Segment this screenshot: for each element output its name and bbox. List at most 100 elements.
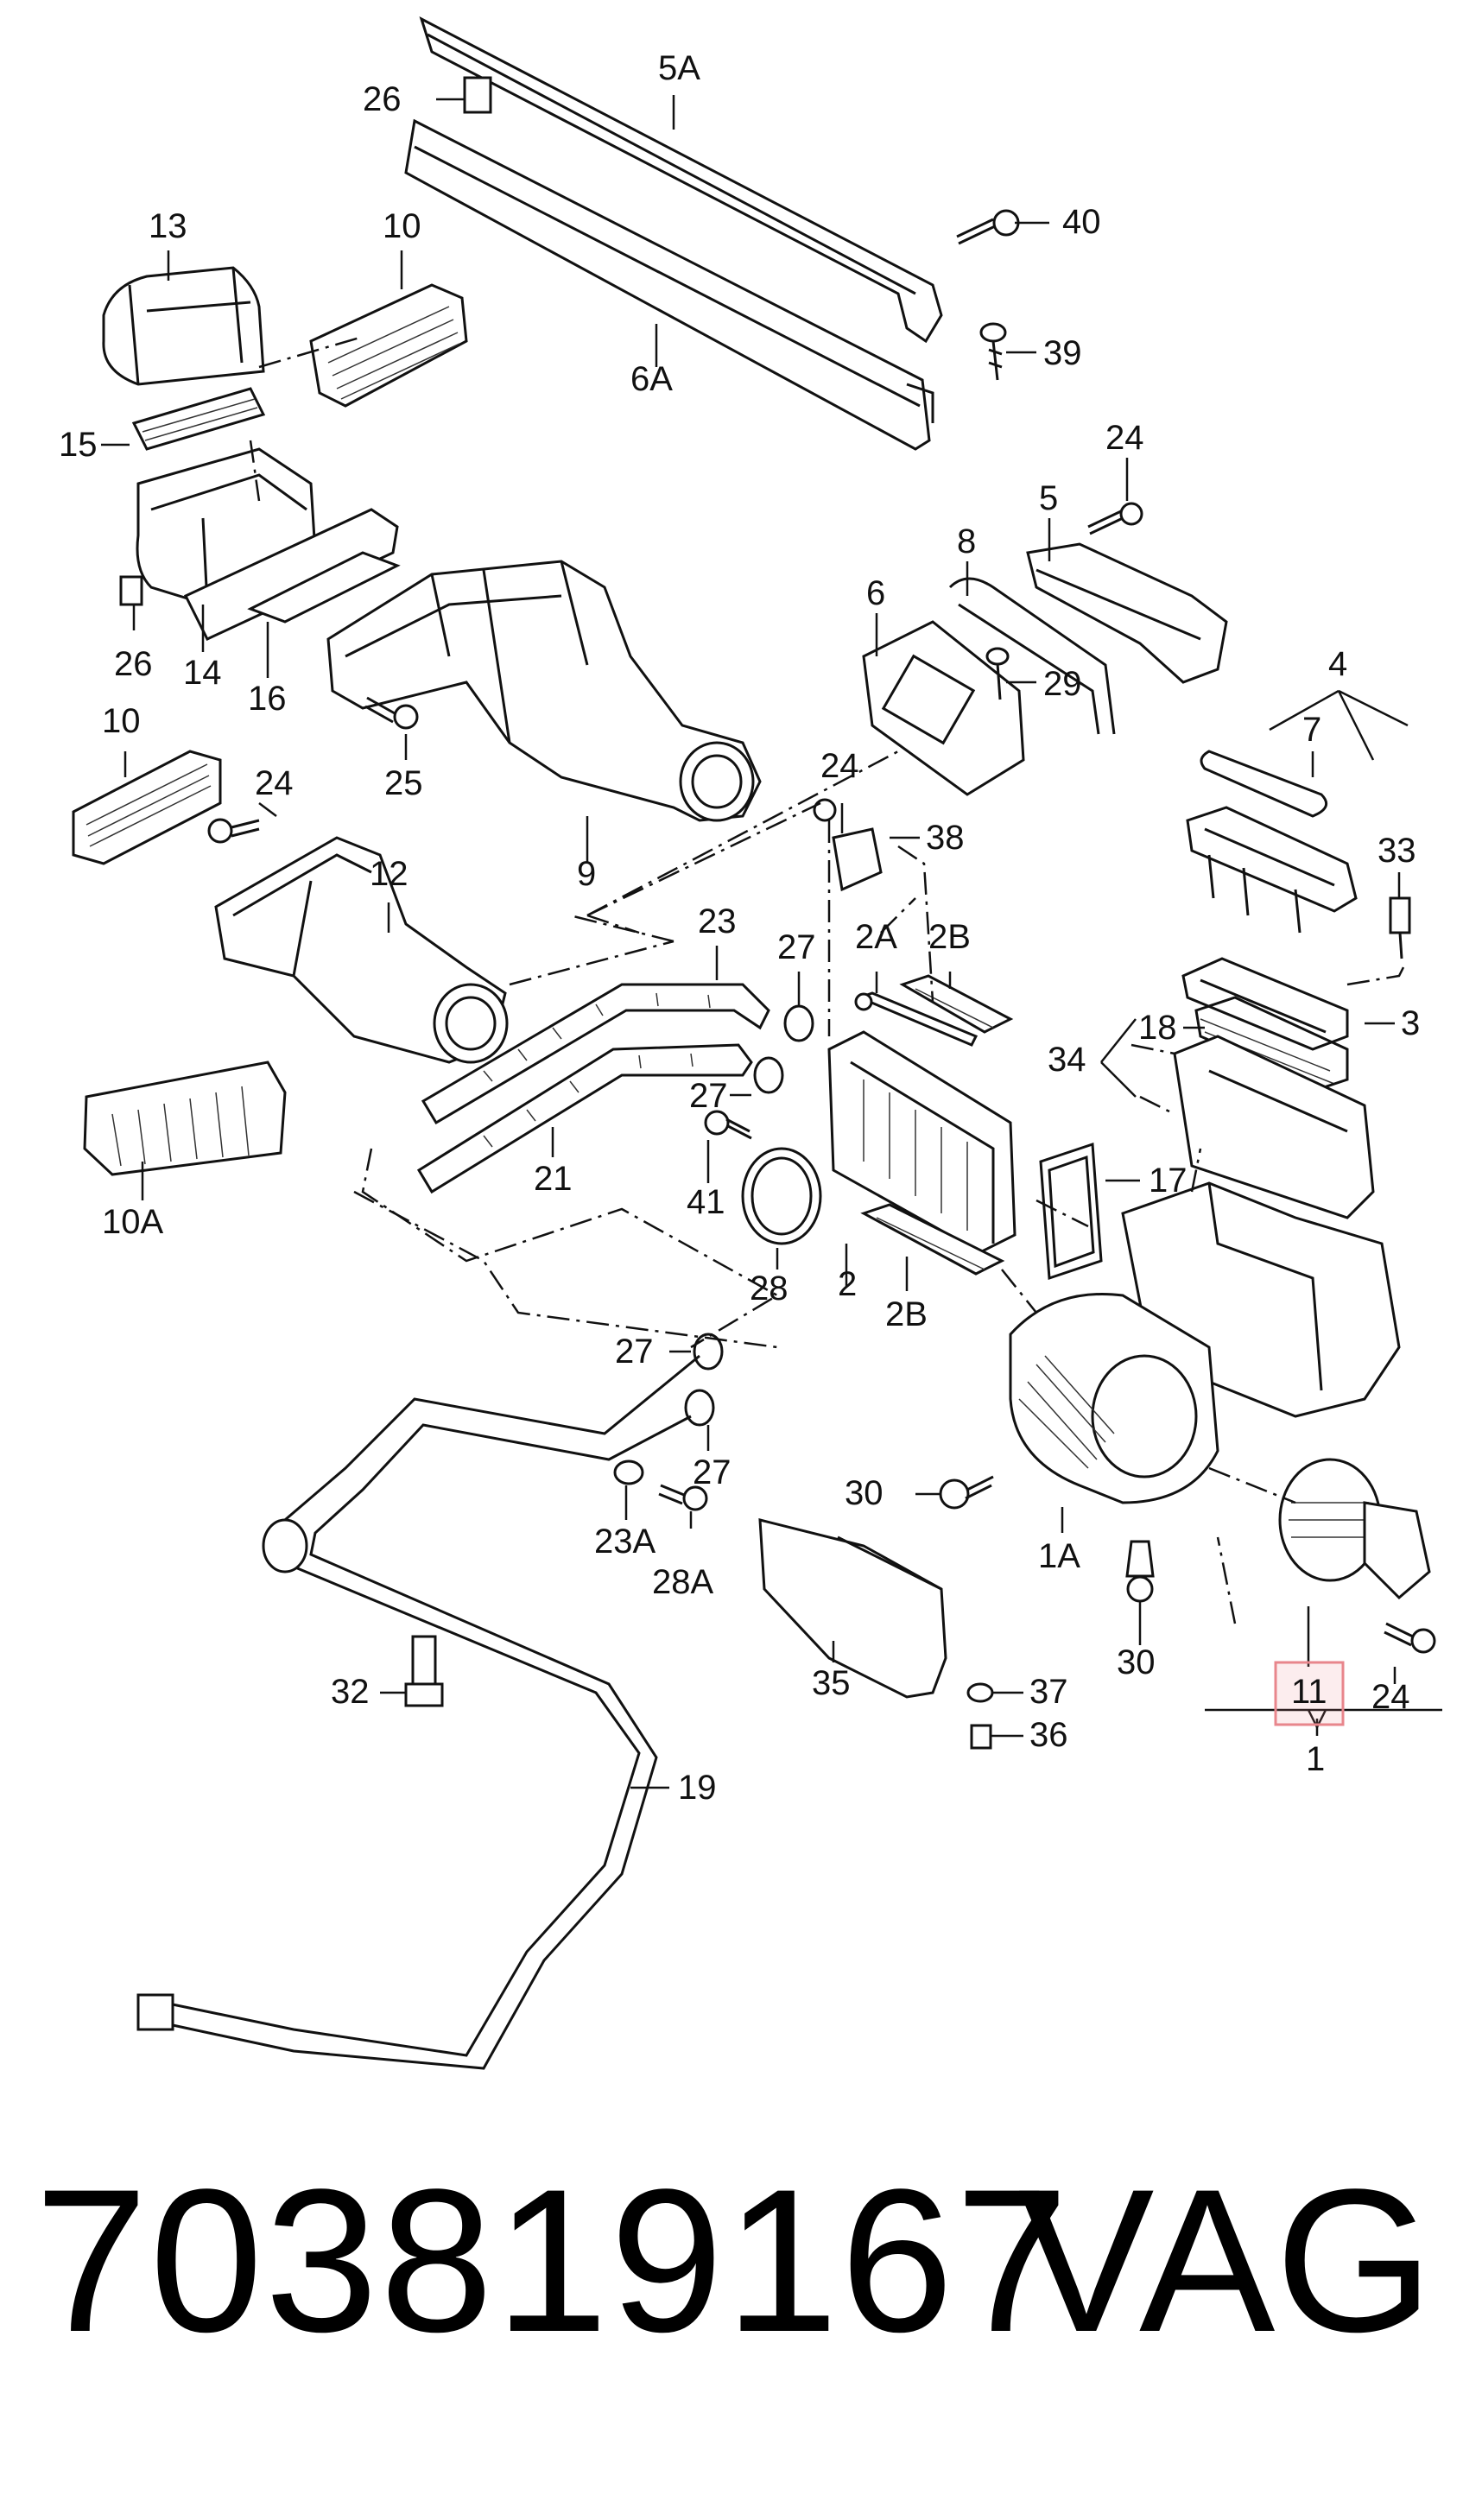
callout-10-top[interactable]: 10: [383, 207, 421, 245]
screw-25: [364, 696, 419, 730]
callout-16[interactable]: 16: [248, 680, 287, 718]
callout-21[interactable]: 21: [534, 1160, 573, 1198]
housing-34: [1173, 1035, 1375, 1219]
callout-35[interactable]: 35: [812, 1664, 851, 1702]
callout-30-right[interactable]: 30: [1117, 1643, 1156, 1681]
callout-1[interactable]: 1: [1306, 1740, 1325, 1778]
callout-5[interactable]: 5: [1039, 479, 1058, 517]
callout-13[interactable]: 13: [149, 207, 187, 245]
screw-39: [979, 322, 1007, 381]
callout-24-mid[interactable]: 24: [820, 747, 859, 785]
grille-10-left: [72, 750, 222, 865]
callout-6[interactable]: 6: [866, 574, 885, 612]
air-duct-9: [326, 560, 762, 822]
callout-2b-top[interactable]: 2B: [928, 918, 971, 956]
callout-41[interactable]: 41: [687, 1183, 725, 1221]
callout-10a[interactable]: 10A: [102, 1203, 163, 1241]
foam-strip-2b-bottom: [860, 1203, 1005, 1276]
callout-23a[interactable]: 23A: [594, 1523, 656, 1561]
brand-label: VAG: [1018, 2147, 1434, 2375]
callout-36[interactable]: 36: [1029, 1716, 1068, 1754]
callout-14[interactable]: 14: [183, 654, 222, 692]
callout-17[interactable]: 17: [1149, 1162, 1188, 1200]
screw-30-left: [939, 1475, 994, 1510]
callout-26[interactable]: 26: [363, 80, 402, 118]
callout-labels: 26 5A 40 13 10 39 6A 15 24 5 8 6 26 14 1…: [59, 49, 1420, 1807]
callout-27-lower-b[interactable]: 27: [693, 1453, 732, 1491]
callout-8[interactable]: 8: [957, 522, 976, 560]
part-number: 703819167: [35, 2147, 1071, 2375]
callout-24-left[interactable]: 24: [255, 764, 294, 802]
exploded-parts-diagram: 26 5A 40 13 10 39 6A 15 24 5 8 6 26 14 1…: [59, 16, 1442, 2070]
callout-28[interactable]: 28: [750, 1269, 788, 1307]
callout-24-motor[interactable]: 24: [1371, 1678, 1410, 1716]
bracket-38: [813, 798, 883, 892]
bolt-32: [404, 1635, 444, 1707]
clamp-27-mid: [753, 1056, 784, 1094]
washer-37: [966, 1682, 994, 1703]
callout-37[interactable]: 37: [1029, 1673, 1068, 1711]
gasket-16: [247, 551, 401, 624]
callout-38[interactable]: 38: [926, 819, 965, 857]
screw-24-top: [1087, 502, 1143, 535]
screw-30-right: [1125, 1540, 1155, 1603]
callout-23[interactable]: 23: [698, 902, 737, 940]
callout-6a[interactable]: 6A: [630, 360, 673, 398]
callout-5a[interactable]: 5A: [658, 49, 700, 87]
callout-28a[interactable]: 28A: [652, 1563, 713, 1601]
callout-27-top[interactable]: 27: [777, 928, 816, 966]
callout-3[interactable]: 3: [1401, 1004, 1420, 1042]
callout-30-left[interactable]: 30: [845, 1474, 884, 1512]
screw-24-left: [207, 818, 260, 844]
screw-41: [704, 1110, 752, 1140]
callout-11[interactable]: 11: [1291, 1673, 1327, 1711]
callout-2b-bottom[interactable]: 2B: [885, 1295, 928, 1333]
callout-10-left[interactable]: 10: [102, 702, 141, 740]
heater-core-2: [827, 1030, 1016, 1254]
callout-34[interactable]: 34: [1048, 1041, 1086, 1079]
screw-24-motor: [1384, 1622, 1436, 1654]
callout-12[interactable]: 12: [370, 855, 408, 893]
callout-4[interactable]: 4: [1328, 645, 1347, 683]
frame-4: [1186, 806, 1358, 934]
callout-25[interactable]: 25: [384, 764, 423, 802]
duct-13: [102, 266, 265, 386]
callout-15[interactable]: 15: [59, 426, 98, 464]
dash-panel-5a: [404, 16, 943, 451]
callout-29[interactable]: 29: [1043, 665, 1082, 703]
screw-40: [956, 209, 1020, 245]
leader-lines: [101, 95, 1442, 1789]
gasket-17: [1039, 1142, 1103, 1281]
callout-26-left[interactable]: 26: [114, 645, 153, 683]
hose-23: [421, 983, 770, 1125]
gasket-15: [131, 387, 266, 451]
screw-36: [970, 1724, 992, 1750]
callout-9[interactable]: 9: [577, 855, 596, 893]
clamp-27-lower-a: [693, 1333, 724, 1371]
assembly-lines: [249, 335, 1405, 1624]
clip-26: [119, 575, 143, 606]
callout-18[interactable]: 18: [1138, 1009, 1177, 1047]
callout-27-lower-a[interactable]: 27: [615, 1333, 654, 1371]
callout-7[interactable]: 7: [1302, 711, 1321, 749]
seal-8: [948, 577, 1116, 735]
callout-33[interactable]: 33: [1378, 832, 1416, 870]
grille-10-top: [309, 283, 468, 408]
callout-32[interactable]: 32: [331, 1673, 370, 1711]
callout-40[interactable]: 40: [1062, 203, 1101, 241]
coolant-pipe-19: [136, 1354, 700, 2070]
sensor-2a: [854, 991, 978, 1047]
clamp-27-lower-b: [684, 1389, 715, 1427]
bracket-35: [758, 1518, 947, 1699]
cover-5: [1026, 542, 1228, 684]
callout-1a[interactable]: 1A: [1038, 1537, 1080, 1575]
blower-housing-1a: [1009, 1181, 1401, 1504]
callout-19[interactable]: 19: [678, 1769, 717, 1807]
callout-39[interactable]: 39: [1043, 334, 1082, 372]
callout-27-mid[interactable]: 27: [689, 1077, 728, 1115]
callout-2[interactable]: 2: [838, 1265, 857, 1303]
screw-29: [985, 647, 1010, 700]
seal-7: [1200, 750, 1328, 818]
callout-2a[interactable]: 2A: [855, 918, 897, 956]
callout-24-top[interactable]: 24: [1105, 419, 1144, 457]
